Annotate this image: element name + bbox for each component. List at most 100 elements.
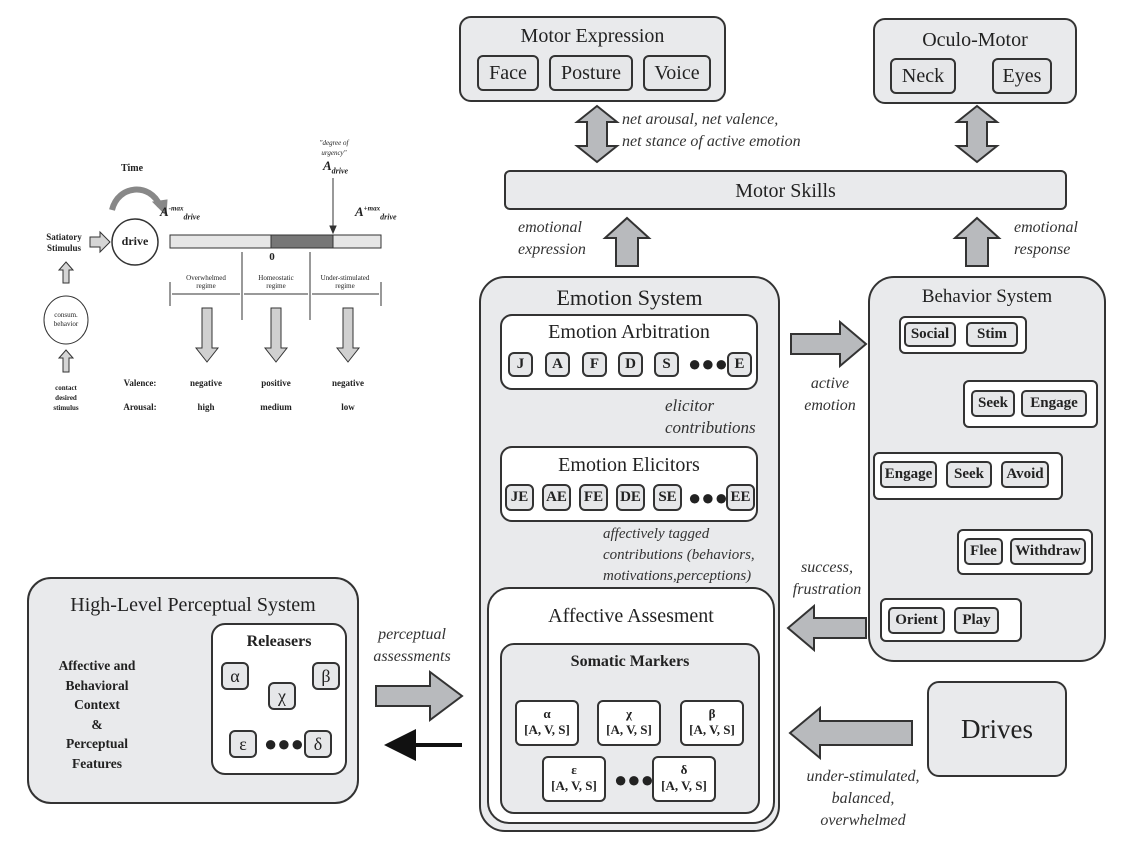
- behavior-play: Play: [954, 607, 999, 634]
- motor-expression-title: Motor Expression: [520, 25, 665, 47]
- inset-satiatory-2: Stimulus: [46, 243, 81, 253]
- label-elicitor-1: elicitor: [665, 396, 715, 415]
- label-emotional-response-2: response: [1014, 241, 1071, 258]
- inset-consum-2: behavior: [53, 320, 79, 328]
- label-affectively-3: motivations,perceptions): [603, 568, 752, 584]
- elicitor-chip-ee: EE: [726, 484, 755, 511]
- a-drive-min-sup: -max: [168, 204, 184, 213]
- somatic-markers-title: Somatic Markers: [570, 653, 690, 670]
- releasers-title: Releasers: [246, 633, 312, 650]
- behavior-orient: Orient: [888, 607, 945, 634]
- behavior-stim: Stim: [966, 322, 1018, 347]
- somatic-marker-chi: χ [A, V, S]: [597, 700, 661, 746]
- behavior-avoid: Avoid: [1001, 461, 1049, 488]
- context-line-1: Affective and: [58, 658, 136, 673]
- behavior-seek-1: Seek: [971, 390, 1015, 417]
- releaser-ellipsis-icon: ●●●: [264, 731, 304, 756]
- label-perceptual-2: assessments: [373, 648, 451, 665]
- regime-2-name-1: Homeostatic: [258, 274, 294, 282]
- somatic-marker-epsilon-value: [A, V, S]: [551, 778, 597, 793]
- affective-assessment-title: Affective Assesment: [548, 605, 714, 627]
- label-affectively-1: affectively tagged: [603, 526, 710, 542]
- a-drive-letter-2: A: [160, 204, 169, 219]
- context-line-4: &: [91, 716, 103, 732]
- behavior-engage-1: Engage: [1021, 390, 1087, 417]
- regime-1-arousal: high: [197, 402, 215, 412]
- arbitration-chip-s: S: [654, 352, 679, 377]
- context-line-2: Behavioral: [65, 677, 129, 693]
- emotion-elicitors-title: Emotion Elicitors: [558, 454, 700, 476]
- elicitor-chip-se: SE: [653, 484, 682, 511]
- posture-chip: Posture: [549, 55, 633, 91]
- arbitration-chip-a: A: [545, 352, 570, 377]
- context-line-6: Features: [72, 755, 122, 771]
- inset-time: Time: [120, 163, 144, 174]
- a-drive-letter-3: A: [355, 204, 364, 219]
- releaser-alpha: α: [221, 662, 249, 690]
- emotion-arbitration-box: Emotion Arbitration: [500, 314, 758, 390]
- label-active-emotion-1: active: [810, 375, 850, 392]
- up-arrow-expression: [602, 216, 652, 267]
- label-under-2: balanced,: [831, 790, 895, 807]
- neck-chip: Neck: [890, 58, 956, 94]
- regime-1-valence: negative: [190, 378, 222, 388]
- elicitor-chip-de: DE: [616, 484, 645, 511]
- label-emotional-expression-1: emotional: [518, 219, 582, 236]
- emotion-arbitration-title: Emotion Arbitration: [548, 321, 710, 343]
- somatic-marker-beta-value: [A, V, S]: [689, 722, 735, 737]
- inset-zero: 0: [269, 251, 275, 263]
- a-drive-sub-3: drive: [380, 212, 397, 222]
- arbitration-ellipsis-icon: ●●●: [688, 351, 728, 376]
- releaser-chi: χ: [268, 682, 296, 710]
- arbitration-chip-e: E: [727, 352, 752, 377]
- up-arrow-response: [952, 216, 1002, 267]
- arbitration-chip-f: F: [582, 352, 607, 377]
- releaser-delta: δ: [304, 730, 332, 758]
- drives-box: Drives: [927, 681, 1067, 777]
- label-success-2: frustration: [792, 581, 862, 598]
- regime-2-name-2: regime: [266, 282, 286, 290]
- label-perceptual-1: perceptual: [378, 626, 446, 643]
- elicitor-chip-fe: FE: [579, 484, 608, 511]
- somatic-marker-chi-value: [A, V, S]: [606, 722, 652, 737]
- inset-contact-3: stimulus: [53, 404, 79, 412]
- behavior-system-title: Behavior System: [921, 286, 1053, 307]
- regime-3-name-1: Under-stimulated: [320, 274, 370, 282]
- motor-skills-title: Motor Skills: [735, 180, 836, 202]
- somatic-marker-beta-symbol: β: [708, 706, 716, 721]
- inset-satiatory-1: Satiatory: [46, 232, 82, 242]
- inset-contact-1: contact: [55, 384, 77, 392]
- releaser-epsilon: ε: [229, 730, 257, 758]
- label-emotional-response-1: emotional: [1014, 219, 1078, 236]
- label-success-1: success,: [801, 559, 853, 576]
- inset-a-drive-urgency: Adrive: [323, 158, 348, 176]
- regime-3-name-2: regime: [335, 282, 355, 290]
- inset-urgency-2: urgency": [321, 149, 347, 157]
- voice-chip: Voice: [643, 55, 711, 91]
- regime-1-name-1: Overwhelmed: [186, 274, 226, 282]
- label-net-arousal-1: net arousal, net valence,: [622, 111, 779, 128]
- regime-2-valence: positive: [261, 378, 291, 388]
- somatic-marker-epsilon-symbol: ε: [571, 762, 577, 777]
- label-active-emotion-2: emotion: [804, 397, 856, 414]
- label-net-arousal-2: net stance of active emotion: [622, 133, 801, 150]
- behavior-flee: Flee: [964, 538, 1003, 565]
- inset-contact-2: desired: [55, 394, 77, 402]
- label-emotional-expression-2: expression: [518, 241, 586, 258]
- perceptual-context-text: Affective and Behavioral Context & Perce…: [38, 656, 156, 773]
- context-line-5: Perceptual: [66, 736, 128, 751]
- oculo-motor-title: Oculo-Motor: [922, 29, 1028, 51]
- somatic-marker-alpha: α [A, V, S]: [515, 700, 579, 746]
- left-arrow-drives: [788, 705, 913, 761]
- a-drive-sub-2: drive: [183, 212, 200, 222]
- inset-urgency-1: "degree of: [319, 139, 349, 147]
- a-drive-max-sup: +max: [363, 204, 381, 213]
- somatic-ellipsis-icon: ●●●: [614, 767, 654, 792]
- label-elicitor-2: contributions: [665, 418, 756, 437]
- perceptual-system-title: High-Level Perceptual System: [70, 594, 316, 616]
- releaser-beta: β: [312, 662, 340, 690]
- inset-valence-label: Valence:: [123, 378, 157, 388]
- elicitor-chip-ae: AE: [542, 484, 571, 511]
- motor-skills-bar: Motor Skills: [504, 170, 1067, 210]
- context-line-3: Context: [74, 697, 120, 712]
